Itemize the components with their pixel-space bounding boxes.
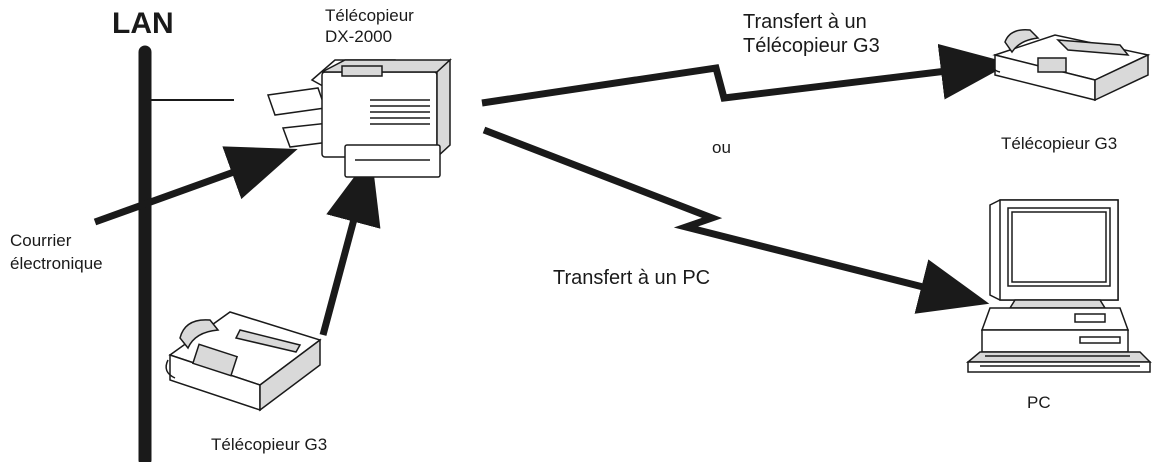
forward-pc-label: Transfert à un PC (553, 267, 711, 289)
pc-label: PC (1027, 393, 1051, 412)
g3-right-label: Télécopieur G3 (1001, 134, 1118, 153)
lan-label: LAN (112, 7, 174, 40)
pc-computer-icon (965, 199, 1152, 373)
g3-fax-bottom-icon (165, 311, 322, 412)
email-label-line2: électronique (10, 254, 103, 273)
forward-pc-arrow (482, 126, 990, 314)
g3-to-dx-arrow (319, 153, 381, 336)
forward-g3-label-line1: Transfert à un (743, 11, 867, 33)
g3-bottom-label: Télécopieur G3 (211, 435, 328, 454)
dx2000-fax-icon (266, 58, 452, 178)
g3-fax-right-icon (992, 29, 1151, 102)
or-label: ou (712, 138, 731, 157)
forward-g3-arrow (481, 43, 1011, 107)
email-arrow (93, 146, 298, 226)
dx2000-label-line2: DX-2000 (325, 27, 393, 46)
dx2000-label-line1: Télécopieur (325, 6, 414, 25)
forward-g3-label-line2: Télécopieur G3 (743, 35, 880, 57)
email-label-line1: Courrier (10, 231, 72, 250)
